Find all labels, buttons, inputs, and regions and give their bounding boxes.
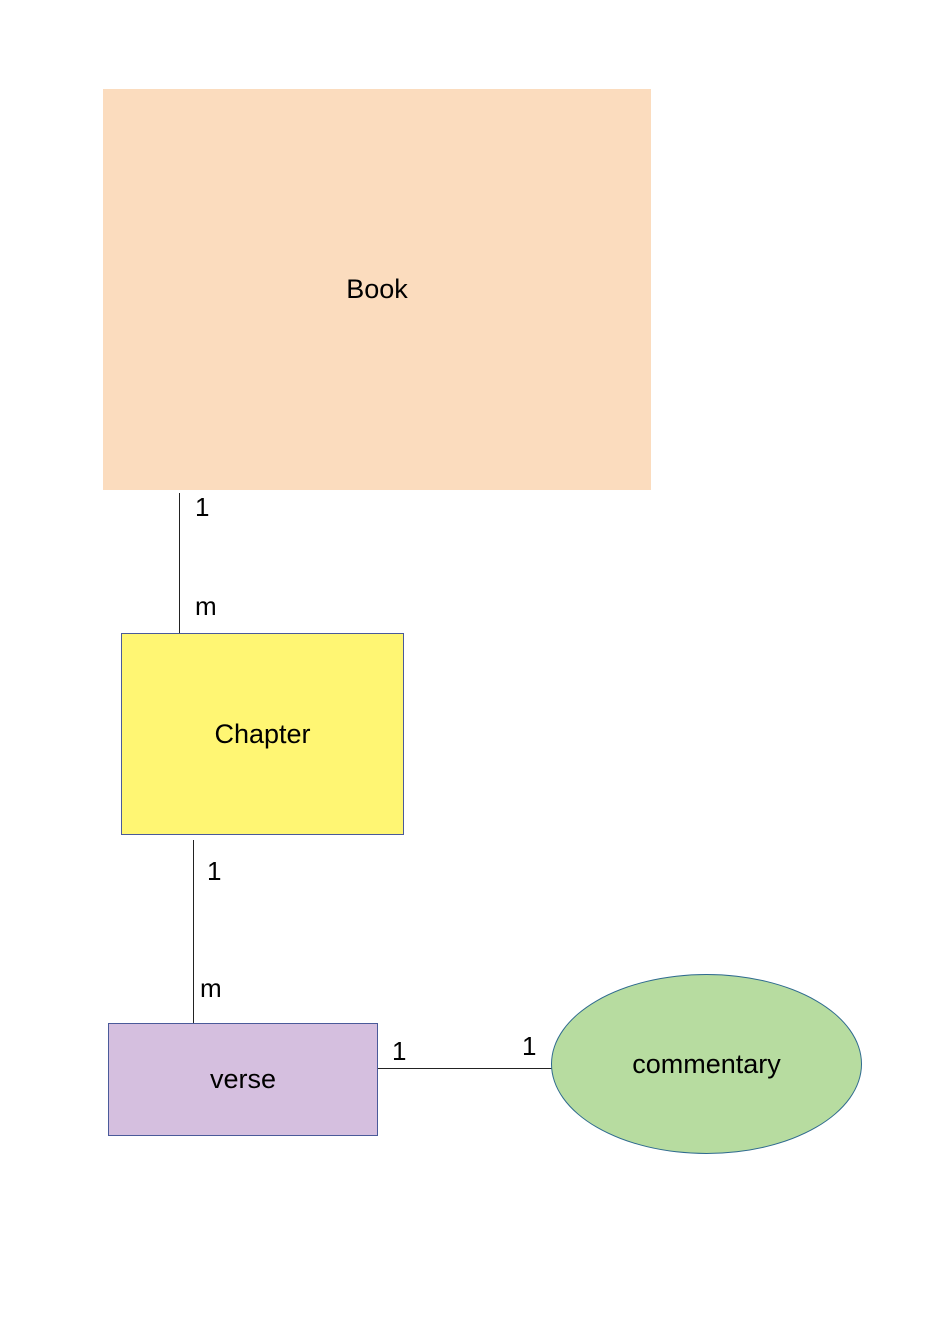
commentary-entity: commentary <box>551 974 862 1154</box>
book-chapter-cardinality-to: m <box>195 591 217 621</box>
chapter-entity: Chapter <box>121 633 404 835</box>
chapter-entity-label: Chapter <box>214 718 311 749</box>
chapter-verse-cardinality-to: m <box>200 973 222 1003</box>
book-chapter-cardinality-from: 1 <box>195 492 210 522</box>
verse-commentary-connector <box>378 1068 552 1069</box>
chapter-verse-cardinality-from: 1 <box>207 856 222 886</box>
book-entity-label: Book <box>346 274 408 304</box>
verse-commentary-cardinality-from: 1 <box>392 1036 407 1066</box>
verse-commentary-cardinality-to: 1 <box>522 1031 537 1061</box>
chapter-verse-connector <box>193 840 194 1024</box>
book-entity: Book <box>103 89 651 490</box>
verse-entity-label: verse <box>209 1064 277 1094</box>
verse-entity: verse <box>108 1023 378 1136</box>
commentary-entity-label: commentary <box>632 1048 781 1079</box>
book-chapter-connector <box>179 493 180 638</box>
